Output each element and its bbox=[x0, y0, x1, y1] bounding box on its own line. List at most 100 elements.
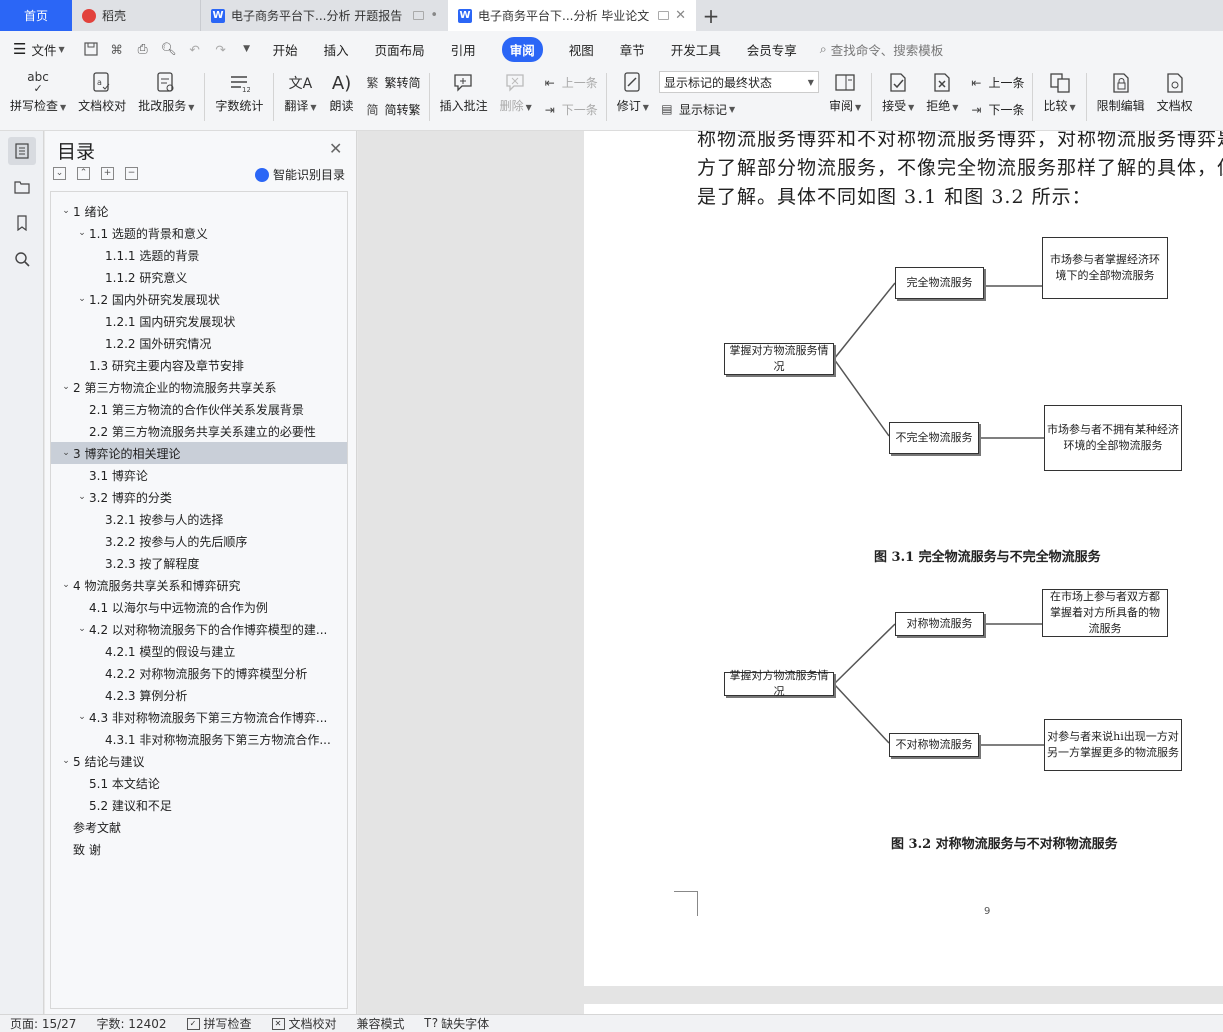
menu-references[interactable]: 引用 bbox=[450, 42, 476, 58]
chevron-down-icon[interactable]: ⌄ bbox=[62, 756, 70, 766]
expand-level-icon[interactable]: ⌃ bbox=[77, 167, 90, 180]
doc-proof-button[interactable]: a 文档校对 bbox=[72, 69, 132, 127]
doc-rights-button[interactable]: 文档权 bbox=[1151, 69, 1199, 127]
restrict-edit-button[interactable]: 限制编辑 bbox=[1091, 69, 1151, 127]
toc-item[interactable]: 1.2.1 国内研究发展现状 bbox=[51, 310, 347, 332]
chevron-down-icon[interactable]: ⌄ bbox=[62, 580, 70, 590]
next-change-button[interactable]: ⇥下一条 bbox=[968, 98, 1024, 122]
toc-item[interactable]: 致 谢 bbox=[51, 838, 347, 860]
toc-item[interactable]: ⌄4.2 以对称物流服务下的合作博弈模型的建... bbox=[51, 618, 347, 640]
collapse-level-icon[interactable]: ⌄ bbox=[53, 167, 66, 180]
reject-button[interactable]: 拒绝▼ bbox=[920, 69, 964, 127]
toc-item[interactable]: 4.1 以海尔与中远物流的合作为例 bbox=[51, 596, 347, 618]
toc-item[interactable]: 5.2 建议和不足 bbox=[51, 794, 347, 816]
bookmark-icon[interactable] bbox=[8, 209, 36, 237]
toc-item[interactable]: ⌄1 绪论 bbox=[51, 200, 347, 222]
page-indicator[interactable]: 页面: 15/27 bbox=[10, 1017, 77, 1031]
word-count-button[interactable]: 123 字数统计 bbox=[209, 69, 269, 127]
smart-toc-button[interactable]: 智能识别目录 bbox=[255, 166, 345, 183]
close-icon[interactable]: ✕ bbox=[675, 8, 686, 23]
toc-item[interactable]: 3.1 博弈论 bbox=[51, 464, 347, 486]
toc-item[interactable]: 5.1 本文结论 bbox=[51, 772, 347, 794]
insert-comment-button[interactable]: 插入批注 bbox=[434, 69, 494, 127]
toc-item[interactable]: 2.1 第三方物流的合作伙伴关系发展背景 bbox=[51, 398, 347, 420]
spell-check-button[interactable]: abc✓ 拼写检查▼ bbox=[10, 70, 67, 113]
toc-item[interactable]: 1.2.2 国外研究情况 bbox=[51, 332, 347, 354]
tab-daoke[interactable]: 稻壳 bbox=[72, 0, 200, 31]
document-canvas[interactable]: 称物流服务博弈和不对称物流服务博弈，对称物流服务博弈是参 方了解部分物流服务，不… bbox=[358, 131, 1223, 1014]
chevron-down-icon[interactable]: ⌄ bbox=[62, 448, 70, 458]
toc-item[interactable]: 1.3 研究主要内容及章节安排 bbox=[51, 354, 347, 376]
dot-icon[interactable]: • bbox=[430, 8, 438, 23]
toc-item[interactable]: 4.2.2 对称物流服务下的博弈模型分析 bbox=[51, 662, 347, 684]
menu-page-layout[interactable]: 页面布局 bbox=[374, 42, 425, 58]
print-icon[interactable]: ⎙ bbox=[137, 41, 148, 56]
missing-font-button[interactable]: Ꭲ?缺失字体 bbox=[415, 1015, 500, 1032]
menu-view[interactable]: 视图 bbox=[568, 42, 594, 58]
redo-icon[interactable]: ↷ bbox=[215, 41, 226, 57]
chevron-down-icon[interactable]: ⌄ bbox=[78, 492, 86, 502]
file-menu[interactable]: ☰文件▼ bbox=[0, 31, 78, 67]
toc-item[interactable]: ⌄1.1 选题的背景和意义 bbox=[51, 222, 347, 244]
close-icon[interactable]: ✕ bbox=[329, 139, 343, 158]
toc-item[interactable]: ⌄2 第三方物流企业的物流服务共享关系 bbox=[51, 376, 347, 398]
prev-change-button[interactable]: ⇤上一条 bbox=[968, 71, 1024, 95]
accept-button[interactable]: 接受▼ bbox=[876, 69, 920, 127]
toc-item[interactable]: 3.2.2 按参与人的先后顺序 bbox=[51, 530, 347, 552]
delete-comment-button[interactable]: 删除▼ bbox=[494, 69, 538, 127]
read-aloud-button[interactable]: A) 朗读 bbox=[323, 69, 361, 127]
toc-item[interactable]: ⌄4.3 非对称物流服务下第三方物流合作博弈... bbox=[51, 706, 347, 728]
menu-insert[interactable]: 插入 bbox=[323, 42, 349, 58]
show-markup-button[interactable]: ▤显示标记▼ bbox=[659, 97, 819, 121]
chevron-down-icon[interactable]: ⌄ bbox=[78, 294, 86, 304]
toc-item[interactable]: 参考文献 bbox=[51, 816, 347, 838]
add-tab-button[interactable]: + bbox=[702, 3, 720, 28]
toc-item[interactable]: 4.2.1 模型的假设与建立 bbox=[51, 640, 347, 662]
translate-button[interactable]: 文A 翻译▼ bbox=[278, 69, 322, 127]
collapse-all-icon[interactable]: − bbox=[125, 167, 138, 180]
toc-item[interactable]: 4.2.3 算例分析 bbox=[51, 684, 347, 706]
tab-home[interactable]: 首页 bbox=[0, 0, 72, 31]
toc-item[interactable]: 2.2 第三方物流服务共享关系建立的必要性 bbox=[51, 420, 347, 442]
markup-state-select[interactable]: 显示标记的最终状态▼ bbox=[658, 71, 819, 93]
menu-review[interactable]: 审阅 bbox=[489, 31, 556, 67]
format-painter-icon[interactable]: ⌘ bbox=[110, 41, 123, 57]
to-traditional-button[interactable]: 繁繁转简 bbox=[366, 76, 421, 90]
save-icon[interactable] bbox=[80, 38, 102, 60]
to-simplified-button[interactable]: 简简转繁 bbox=[366, 103, 421, 117]
toc-item[interactable]: 1.1.1 选题的背景 bbox=[51, 244, 347, 266]
expand-all-icon[interactable]: + bbox=[101, 167, 114, 180]
menu-developer[interactable]: 开发工具 bbox=[670, 42, 721, 58]
menu-start[interactable]: 开始 bbox=[272, 42, 298, 58]
toc-item[interactable]: ⌄3 博弈论的相关理论 bbox=[51, 442, 347, 464]
menu-member[interactable]: 会员专享 bbox=[746, 42, 797, 58]
print-preview-icon[interactable]: 🔍︎ bbox=[160, 41, 177, 56]
toc-item[interactable]: ⌄1.2 国内外研究发展现状 bbox=[51, 288, 347, 310]
undo-icon[interactable]: ↶ bbox=[189, 41, 200, 57]
compare-button[interactable]: 比较▼ bbox=[1037, 69, 1081, 127]
toc-item[interactable]: ⌄4 物流服务共享关系和博弈研究 bbox=[51, 574, 347, 596]
document-page[interactable]: 称物流服务博弈和不对称物流服务博弈，对称物流服务博弈是参 方了解部分物流服务，不… bbox=[584, 131, 1223, 986]
chapter-pane-icon[interactable] bbox=[8, 173, 36, 201]
toc-item[interactable]: 3.2.1 按参与人的选择 bbox=[51, 508, 347, 530]
prev-comment-button[interactable]: ⇤上一条 bbox=[542, 71, 598, 95]
status-doc-proof[interactable]: ✕文档校对 bbox=[262, 1015, 347, 1032]
chevron-down-icon[interactable]: ⌄ bbox=[78, 624, 86, 634]
toc-item[interactable]: 3.2.3 按了解程度 bbox=[51, 552, 347, 574]
menu-chapter[interactable]: 章节 bbox=[619, 42, 645, 58]
quick-access-more-icon[interactable]: ▼ bbox=[243, 44, 251, 54]
chevron-down-icon[interactable]: ⌄ bbox=[62, 206, 70, 216]
chevron-down-icon[interactable]: ⌄ bbox=[62, 382, 70, 392]
toc-pane-icon[interactable] bbox=[8, 137, 36, 165]
monitor-icon[interactable] bbox=[658, 11, 670, 20]
command-search[interactable]: ⌕查找命令、搜索模板 bbox=[810, 40, 944, 59]
search-icon[interactable] bbox=[8, 245, 36, 273]
status-spell-check[interactable]: ✓拼写检查 bbox=[177, 1015, 262, 1032]
toc-item[interactable]: 4.3.1 非对称物流服务下第三方物流合作... bbox=[51, 728, 347, 750]
chevron-down-icon[interactable]: ⌄ bbox=[78, 228, 86, 238]
toc-item[interactable]: ⌄3.2 博弈的分类 bbox=[51, 486, 347, 508]
revise-button[interactable]: 修订▼ bbox=[611, 69, 655, 127]
next-comment-button[interactable]: ⇥下一条 bbox=[542, 98, 598, 122]
